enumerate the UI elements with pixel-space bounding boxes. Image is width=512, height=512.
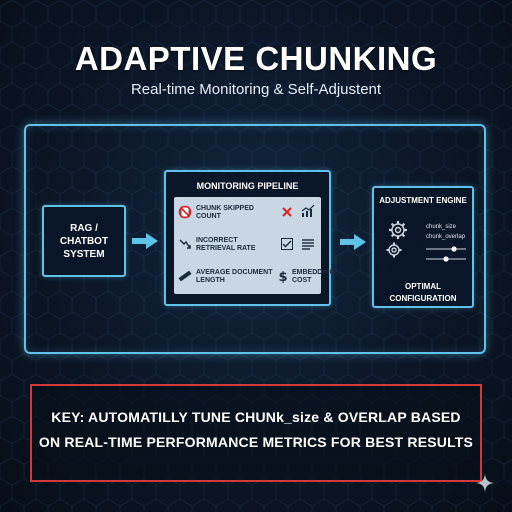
metric-label-line2: COUNT bbox=[196, 213, 221, 220]
metric-incorrect-retrieval: INCORRECT RETRIEVAL RATE bbox=[178, 237, 256, 253]
trend-down-icon bbox=[178, 237, 192, 251]
arrow-right-icon bbox=[132, 233, 158, 249]
checklist-icon bbox=[280, 237, 294, 251]
monitoring-pipeline-box: MONITORING PIPELINE CHUNK SKIPPED COUNT … bbox=[164, 170, 335, 306]
pipeline-title: MONITORING PIPELINE bbox=[196, 181, 299, 191]
metric-label-line2: LENGTH bbox=[196, 277, 225, 284]
adjustment-engine-box: ADJUSTMENT ENGINE chunk_size chunk_overl… bbox=[372, 186, 474, 308]
metric-label-line1: INCORRECT bbox=[196, 237, 238, 244]
rag-label-line2: CHATBOT bbox=[59, 235, 109, 247]
key-line1: KEY: AUTOMATILLY TUNE CHUNk_size & OVERL… bbox=[51, 409, 461, 425]
key-line2: ON REAL-TIME PERFORMANCE METRICS FOR BES… bbox=[38, 434, 474, 450]
ruler-icon bbox=[178, 269, 192, 283]
no-entry-icon bbox=[178, 205, 192, 219]
page-title: ADAPTIVE CHUNKING bbox=[74, 40, 438, 77]
chunk-overlap-slider bbox=[426, 256, 466, 262]
metrics-panel: CHUNK SKIPPED COUNT INCORRECT RETRIEVAL … bbox=[174, 197, 335, 294]
svg-text:$: $ bbox=[278, 270, 287, 283]
rag-chatbot-system-box: RAG / CHATBOT SYSTEM bbox=[42, 205, 126, 277]
param-chunk-overlap: chunk_overlap bbox=[426, 234, 466, 240]
system-frame bbox=[24, 124, 486, 354]
page-subtitle: Real-time Monitoring & Self-Adjustent bbox=[130, 81, 382, 98]
dollar-icon: $ bbox=[276, 269, 290, 283]
metric-label-line1: EMBEDDING bbox=[292, 269, 335, 276]
param-chunk-size: chunk_size bbox=[426, 224, 457, 230]
rag-label-line3: SYSTEM bbox=[63, 248, 105, 260]
result-line2: CONFIGURATION bbox=[389, 294, 457, 303]
optimal-configuration-label: OPTIMAL CONFIGURATION bbox=[374, 281, 472, 305]
trend-up-chart-icon bbox=[301, 204, 315, 218]
engine-title: ADJUSTMENT ENGINE bbox=[379, 196, 467, 205]
key-takeaway-box: KEY: AUTOMATILLY TUNE CHUNk_size & OVERL… bbox=[30, 384, 482, 482]
metric-chunk-skipped: CHUNK SKIPPED COUNT bbox=[178, 205, 254, 221]
document-lines-icon bbox=[301, 237, 315, 251]
metric-embedding-cost: $ EMBEDDING COST bbox=[276, 269, 335, 285]
metric-label-line2: RETRIEVAL RATE bbox=[196, 245, 256, 252]
gears-icon bbox=[386, 221, 407, 258]
arrow-right-icon bbox=[340, 234, 366, 250]
result-line1: OPTIMAL bbox=[405, 282, 441, 291]
rag-label-line1: RAG / bbox=[70, 222, 98, 234]
metric-label-line1: AVERAGE DOCUMENT bbox=[196, 269, 273, 276]
x-mark-icon bbox=[280, 205, 294, 219]
sparkle-icon bbox=[476, 474, 494, 492]
metric-average-document-length: AVERAGE DOCUMENT LENGTH bbox=[178, 269, 272, 285]
chunk-size-slider bbox=[426, 246, 466, 252]
metric-label-line2: COST bbox=[292, 277, 312, 284]
metric-label-line1: CHUNK SKIPPED bbox=[196, 205, 254, 212]
